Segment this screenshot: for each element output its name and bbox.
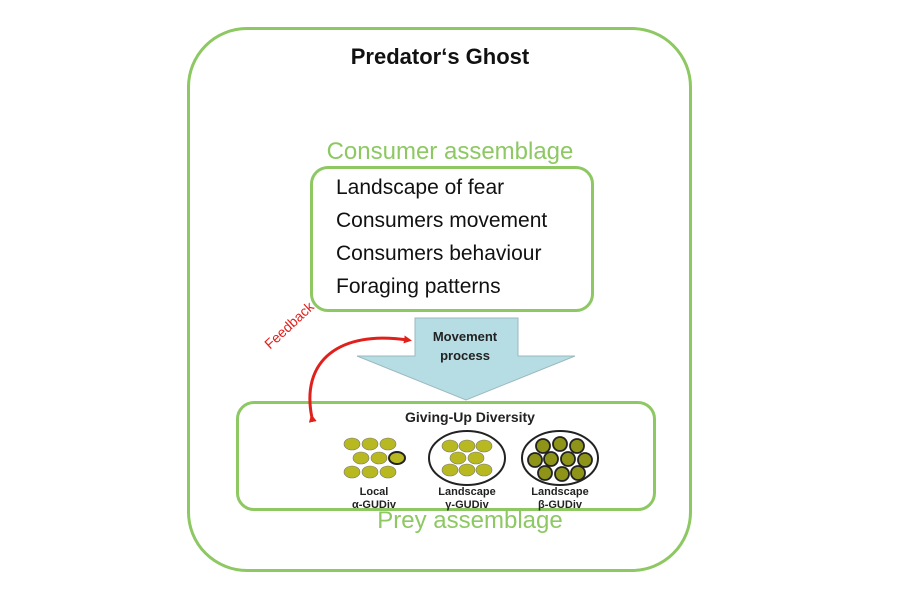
local-alpha-label: Local α-GUDiv (329, 486, 419, 512)
consumer-item-behaviour: Consumers behaviour (336, 242, 542, 265)
consumer-item-landscape-of-fear: Landscape of fear (336, 176, 505, 199)
patch-label-line: Local (359, 486, 389, 498)
patch-label-line: α-GUDiv (351, 499, 397, 511)
patch-label-line: Landscape (531, 486, 589, 498)
feedback-arrow (308, 335, 412, 423)
consumer-assemblage-label: Consumer assemblage (326, 138, 574, 165)
landscape-gamma-patch-icon (428, 430, 506, 486)
consumer-assemblage-box (310, 166, 594, 312)
diagram-title: Predator‘s Ghost (350, 44, 530, 69)
patch-label-line: γ-GUDiv (445, 499, 489, 511)
landscape-gamma-label: Landscape γ-GUDiv (422, 486, 512, 512)
consumer-item-movement: Consumers movement (336, 209, 548, 232)
consumer-item-foraging: Foraging patterns (336, 275, 501, 298)
prey-assemblage-label: Prey assemblage (377, 507, 563, 534)
movement-process-label: Movement process (410, 327, 520, 365)
patch-label-line: β-GUDiv (538, 499, 582, 511)
landscape-beta-label: Landscape β-GUDiv (515, 486, 605, 512)
predators-ghost-frame (187, 27, 692, 572)
giving-up-diversity-title: Giving-Up Diversity (405, 409, 535, 425)
movement-line-2: process (440, 348, 490, 363)
movement-line-1: Movement (432, 329, 498, 344)
local-patch-icon (343, 437, 406, 479)
landscape-beta-patch-icon (521, 430, 599, 486)
patch-label-line: Landscape (438, 486, 496, 498)
